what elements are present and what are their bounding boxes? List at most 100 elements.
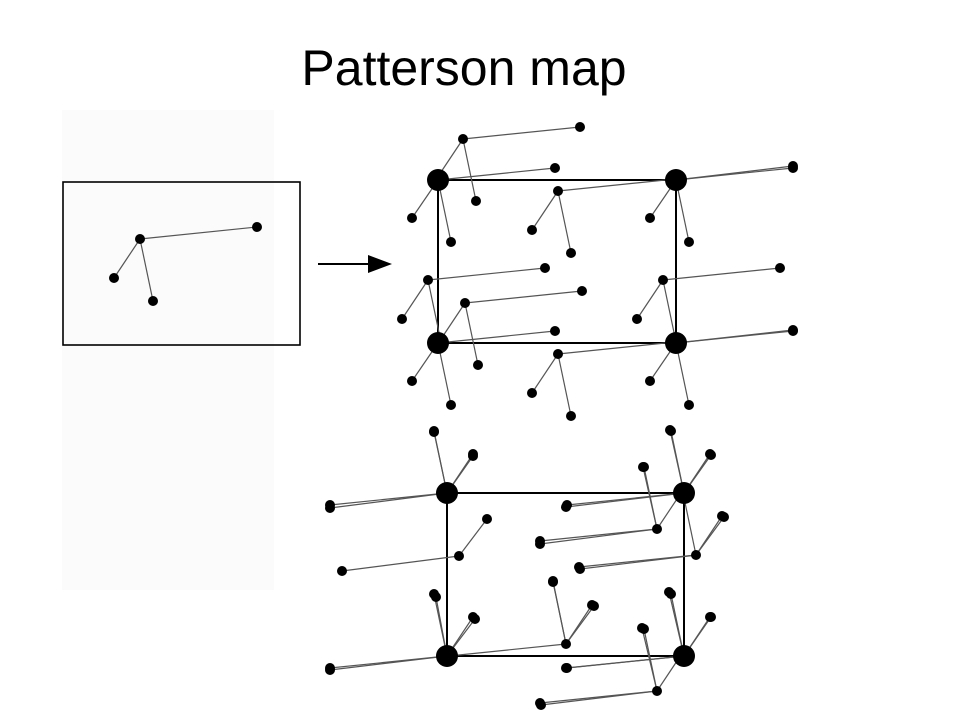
vector-peak (684, 400, 694, 410)
bond-line (531, 190, 559, 231)
motif-neighbour-atom (471, 196, 481, 206)
bond-line (448, 643, 567, 657)
bond-line (636, 279, 664, 320)
bond-line (139, 226, 258, 240)
motif-center-atom (652, 524, 662, 534)
bond-line (464, 302, 479, 366)
vector-peak (446, 400, 456, 410)
motif-center-atom (652, 686, 662, 696)
vector-peak (684, 237, 694, 247)
vector-peak (788, 161, 798, 171)
motif-neighbour-atom (527, 225, 537, 235)
motif-center-atom (460, 298, 470, 308)
motif-neighbour-atom (444, 651, 454, 661)
atoms-layer (109, 122, 798, 710)
vector-peak (788, 325, 798, 335)
bond-line (464, 290, 583, 304)
bond-line (437, 167, 556, 181)
vector-peak (664, 587, 674, 597)
bond-line (557, 341, 676, 355)
bond-line (401, 279, 429, 320)
vector-peak (645, 213, 655, 223)
bond-line (458, 518, 488, 557)
vector-peak (337, 566, 347, 576)
motif-neighbour-atom (566, 248, 576, 258)
vector-peak (719, 512, 729, 522)
vector-peak (637, 623, 647, 633)
bond-line (565, 605, 595, 645)
motif-neighbour-atom (397, 314, 407, 324)
vector-peak (325, 665, 335, 675)
vector-peak (482, 514, 492, 524)
molecule-box (62, 181, 301, 346)
motif-neighbour-atom (473, 360, 483, 370)
bond-line (565, 655, 685, 669)
bond-line (552, 580, 567, 645)
motif-center-atom (423, 275, 433, 285)
vector-peak (645, 376, 655, 386)
motif-center-atom (561, 639, 571, 649)
vector-peak (706, 612, 716, 622)
bond-line (695, 516, 725, 556)
motif-center-atom (553, 349, 563, 359)
origin-peak (665, 169, 687, 191)
motif-neighbour-atom (575, 122, 585, 132)
motif-neighbour-atom (577, 286, 587, 296)
bond-line (675, 165, 794, 181)
vector-peak (550, 326, 560, 336)
origin-peak (427, 169, 449, 191)
bond-line (557, 353, 572, 417)
bond-line (329, 492, 448, 509)
origin-peak (665, 332, 687, 354)
vector-peak (561, 663, 571, 673)
bond-line (557, 178, 676, 192)
motif-neighbour-atom (252, 222, 262, 232)
bond-line (139, 238, 154, 302)
vector-peak (706, 450, 716, 460)
motif-neighbour-atom (566, 411, 576, 421)
vector-peak (535, 539, 545, 549)
bond-line (113, 238, 141, 279)
unit-cell-lower (446, 492, 685, 657)
bond-line (437, 330, 556, 344)
motif-neighbour-atom (148, 296, 158, 306)
motif-neighbour-atom (109, 273, 119, 283)
bond-line (462, 138, 477, 202)
bonds-layer (113, 126, 794, 706)
vector-peak (575, 564, 585, 574)
vector-peak (589, 601, 599, 611)
vector-peak (446, 237, 456, 247)
bond-line (662, 267, 781, 281)
motif-neighbour-atom (540, 263, 550, 273)
vector-peak (550, 163, 560, 173)
motif-neighbour-atom (678, 488, 688, 498)
motif-center-atom (553, 186, 563, 196)
slide-title: Patterson map (301, 40, 627, 96)
motif-neighbour-atom (527, 388, 537, 398)
motif-center-atom (691, 550, 701, 560)
bond-line (557, 190, 572, 254)
bond-line (341, 555, 460, 572)
bond-line (579, 554, 698, 570)
unit-cell-upper (437, 179, 677, 344)
vector-peak (429, 427, 439, 437)
motif-neighbour-atom (678, 647, 688, 657)
vector-peak (548, 576, 558, 586)
origin-peak (436, 482, 458, 504)
bond-line (427, 267, 546, 281)
arrow-head (368, 255, 392, 273)
bond-line (565, 492, 685, 508)
arrow-layer (318, 255, 392, 273)
vector-peak (407, 376, 417, 386)
bond-line (540, 690, 658, 706)
vector-peak (325, 503, 335, 513)
vector-peak (470, 614, 480, 624)
vector-peak (536, 700, 546, 710)
vector-peak (431, 592, 441, 602)
bond-line (675, 329, 794, 344)
bond-line (539, 528, 658, 545)
bond-line (462, 126, 581, 140)
bond-line (329, 655, 448, 671)
motif-neighbour-atom (775, 263, 785, 273)
